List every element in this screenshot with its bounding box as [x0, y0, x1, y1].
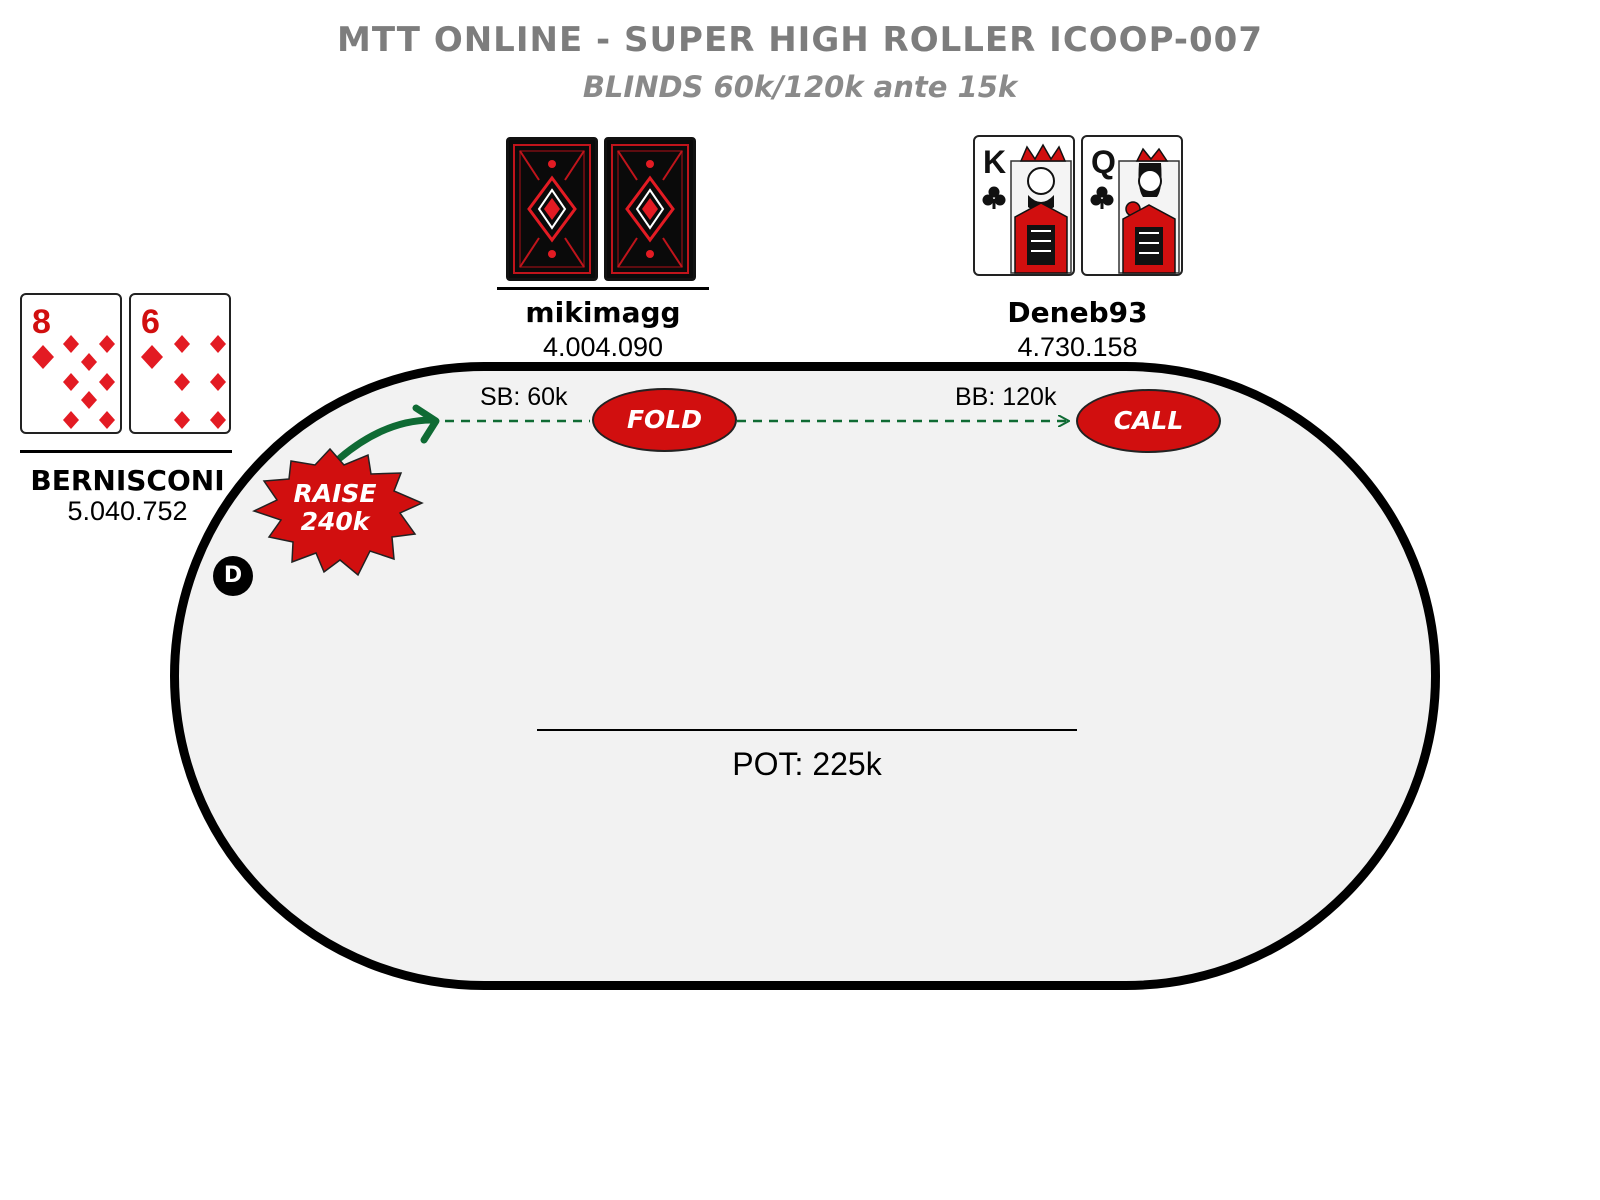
- player-stack-deneb93: 4.730.158: [1017, 332, 1138, 362]
- svg-text:8: 8: [32, 303, 51, 341]
- card-6-diamonds: 6: [129, 293, 231, 434]
- pot-divider: [537, 729, 1077, 731]
- card-k-clubs: K: [973, 135, 1075, 276]
- card-8-diamonds: 8: [20, 293, 122, 434]
- player-name-deneb93: Deneb93: [1007, 296, 1148, 329]
- fold-action-badge: FOLD: [592, 388, 737, 452]
- dealer-button: D: [213, 556, 253, 596]
- card-back: [506, 137, 598, 281]
- pot-amount: POT: 225k: [732, 746, 882, 782]
- raise-burst: [252, 447, 424, 577]
- tournament-title: MTT ONLINE - SUPER HIGH ROLLER ICOOP-007: [336, 20, 1263, 60]
- player-name-mikimagg: mikimagg: [525, 296, 681, 329]
- sb-label: SB: 60k: [480, 383, 568, 411]
- raise-arrow: [336, 416, 436, 462]
- card-q-clubs: Q: [1081, 135, 1183, 276]
- player-stack-bernisconi: 5.040.752: [67, 496, 188, 526]
- raise-arrow-head: [412, 404, 440, 444]
- poker-table: [170, 362, 1440, 990]
- seat-divider-bernisconi: [20, 450, 232, 453]
- svg-text:Q: Q: [1091, 144, 1116, 180]
- bb-label: BB: 120k: [955, 383, 1057, 411]
- raise-label: RAISE: [293, 479, 377, 508]
- svg-text:6: 6: [141, 303, 160, 341]
- seat-divider-mikimagg: [497, 287, 709, 290]
- svg-text:K: K: [983, 144, 1006, 180]
- raise-amount: 240k: [300, 507, 370, 536]
- player-stack-mikimagg: 4.004.090: [542, 332, 664, 362]
- blinds-subtitle: BLINDS 60k/120k ante 15k: [582, 70, 1018, 104]
- card-back: [604, 137, 696, 281]
- player-name-bernisconi: BERNISCONI: [30, 464, 225, 497]
- call-action-badge: CALL: [1076, 389, 1221, 453]
- raise-action-label: RAISE 240k: [275, 480, 395, 536]
